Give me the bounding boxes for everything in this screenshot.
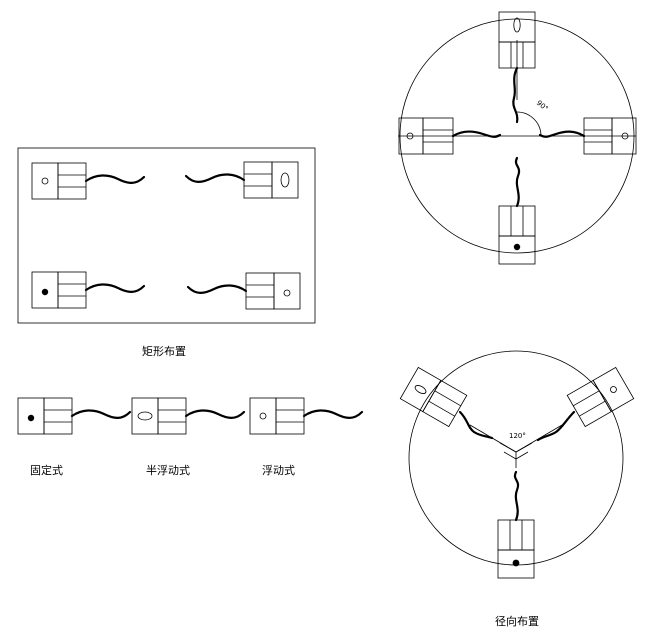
cell-radial-upper-right — [566, 366, 635, 428]
hole-round — [41, 177, 49, 185]
cell-radial-left — [398, 117, 502, 155]
caption-fixed: 固定式 — [30, 464, 63, 477]
cell-bottom-right — [186, 271, 302, 311]
cell-radial-bottom-3 — [497, 470, 535, 579]
cable-upper-right — [536, 410, 576, 442]
angle-mark-120 — [499, 442, 533, 460]
cell-top-right — [184, 160, 300, 200]
caption-semi-floating: 半浮动式 — [146, 464, 190, 477]
cell-bottom-left — [30, 270, 146, 310]
hole-round — [283, 289, 291, 297]
cable-upper-left — [458, 410, 494, 440]
angle-arc-90 — [516, 111, 542, 137]
cell-radial-upper-left — [399, 366, 468, 428]
cell-radial-bottom — [498, 156, 536, 265]
hole-fixed — [41, 288, 49, 296]
mounting-types — [16, 396, 364, 436]
radial-layout-4 — [398, 11, 637, 265]
cell-top-left — [30, 161, 146, 201]
caption-radial-layout: 径向布置 — [495, 615, 539, 628]
radial-layout-3 — [399, 350, 635, 579]
angle-label-120: 120° — [509, 432, 526, 440]
cell-semi-floating — [130, 396, 246, 436]
cell-radial-right — [538, 117, 637, 155]
cell-floating — [248, 396, 364, 436]
cell-fixed — [16, 396, 132, 436]
caption-rectangular-layout: 矩形布置 — [142, 345, 186, 358]
rectangular-frame — [17, 147, 316, 324]
caption-floating: 浮动式 — [262, 464, 295, 477]
rectangular-layout — [17, 147, 316, 324]
cell-radial-top — [498, 11, 536, 124]
hole-slot — [280, 172, 290, 188]
